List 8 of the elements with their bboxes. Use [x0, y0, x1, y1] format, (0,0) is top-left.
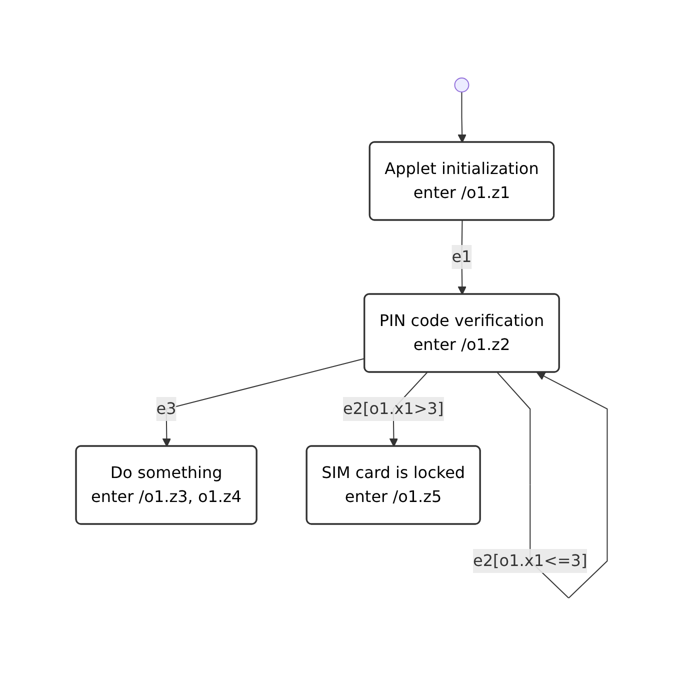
edge-label: e2[o1.x1<=3]: [472, 551, 588, 570]
edge-label: e1: [452, 247, 472, 266]
arrow: [458, 92, 466, 144]
node-circle: [454, 78, 470, 93]
edge-label: e3: [156, 399, 176, 418]
arrow: [458, 220, 466, 296]
arrow: [162, 358, 366, 448]
edge-label: e2[o1.x1>3]: [342, 399, 444, 418]
